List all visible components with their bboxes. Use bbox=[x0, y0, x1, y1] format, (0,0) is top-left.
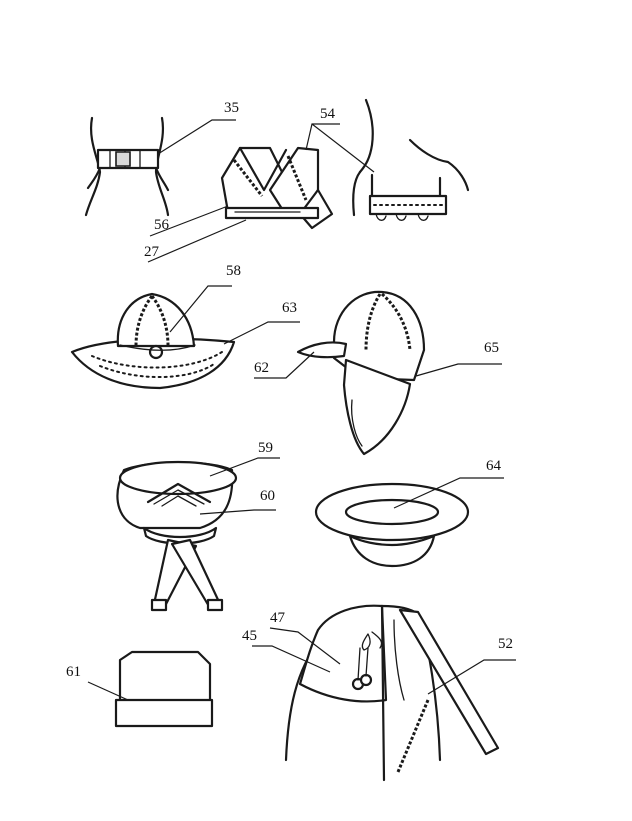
leader-45 bbox=[252, 646, 330, 672]
leader-54b bbox=[312, 124, 374, 172]
halter-top-figure bbox=[353, 100, 468, 220]
label-65: 65 bbox=[484, 340, 499, 356]
basket-hat-figure bbox=[117, 462, 236, 610]
label-47: 47 bbox=[270, 610, 286, 626]
belt-figure bbox=[86, 118, 168, 215]
leader-58 bbox=[170, 286, 232, 332]
leader-65 bbox=[416, 364, 502, 376]
beanie-figure bbox=[116, 652, 212, 726]
leader-61 bbox=[88, 682, 128, 700]
reference-numerals: 35 54 56 27 58 63 65 62 59 60 64 47 45 5… bbox=[66, 100, 513, 680]
label-58: 58 bbox=[226, 263, 241, 279]
hooded-garment-figure bbox=[286, 606, 498, 780]
sun-hat-figure bbox=[72, 294, 234, 388]
label-52: 52 bbox=[498, 636, 513, 652]
leader-54a bbox=[306, 124, 340, 150]
label-60: 60 bbox=[260, 488, 275, 504]
leader-27 bbox=[148, 220, 246, 262]
brim-hat-figure bbox=[316, 484, 468, 566]
label-59: 59 bbox=[258, 440, 273, 456]
label-35: 35 bbox=[224, 100, 239, 116]
legionnaire-cap-figure bbox=[298, 292, 424, 454]
folded-cover-figure bbox=[222, 148, 332, 228]
leader-52 bbox=[428, 660, 516, 694]
label-56: 56 bbox=[154, 217, 170, 233]
label-54: 54 bbox=[320, 106, 336, 122]
label-64: 64 bbox=[486, 458, 502, 474]
label-62: 62 bbox=[254, 360, 269, 376]
leader-63 bbox=[224, 322, 300, 344]
leader-64 bbox=[394, 478, 504, 508]
leader-59 bbox=[210, 458, 280, 476]
leader-47 bbox=[270, 628, 340, 664]
label-45: 45 bbox=[242, 628, 257, 644]
leader-35 bbox=[158, 120, 236, 154]
leader-60 bbox=[200, 510, 276, 514]
leader-62 bbox=[254, 352, 314, 378]
label-27: 27 bbox=[144, 244, 160, 260]
label-61: 61 bbox=[66, 664, 81, 680]
leader-56 bbox=[150, 206, 228, 236]
label-63: 63 bbox=[282, 300, 297, 316]
leader-lines bbox=[88, 120, 516, 700]
